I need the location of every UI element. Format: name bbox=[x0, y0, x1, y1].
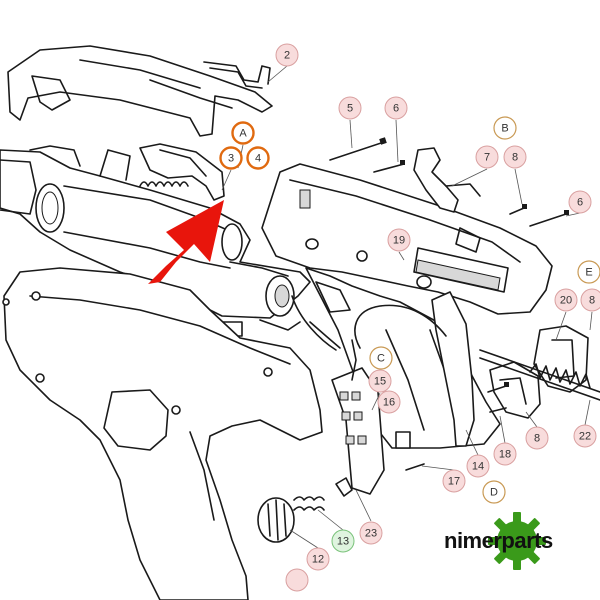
callout-circle bbox=[493, 116, 517, 140]
callout-e-cE: E bbox=[577, 260, 600, 284]
callout-blank-c11 bbox=[285, 568, 309, 592]
callout-circle bbox=[384, 96, 408, 120]
callout-number: 12 bbox=[312, 554, 324, 566]
callout-circle bbox=[568, 190, 592, 214]
callout-circle bbox=[442, 469, 466, 493]
callout-number: A bbox=[239, 128, 247, 140]
callout-3-c3: 3 bbox=[219, 146, 243, 170]
callout-number: 22 bbox=[579, 431, 591, 443]
callout-number: 5 bbox=[347, 103, 353, 115]
callout-number: 17 bbox=[448, 476, 460, 488]
callout-number: 14 bbox=[472, 461, 484, 473]
callout-circle bbox=[493, 442, 517, 466]
callout-number: D bbox=[490, 487, 498, 499]
motor-barrel-assembly bbox=[0, 145, 311, 337]
callout-22-c22: 22 bbox=[573, 424, 597, 448]
spring-clip-part bbox=[203, 61, 271, 89]
callout-number: 13 bbox=[337, 536, 349, 548]
callout-12-c12: 12 bbox=[306, 547, 330, 571]
callout-number: 4 bbox=[255, 153, 261, 165]
callout-23-c23: 23 bbox=[359, 521, 383, 545]
callout-circle bbox=[275, 43, 299, 67]
callout-6-c6b: 6 bbox=[568, 190, 592, 214]
callout-circle bbox=[306, 547, 330, 571]
callout-circle bbox=[338, 96, 362, 120]
callout-19-c19: 19 bbox=[387, 228, 411, 252]
callout-number: 3 bbox=[228, 153, 234, 165]
circuit-board bbox=[309, 321, 385, 495]
screw-parts bbox=[329, 137, 569, 471]
adjustment-knob bbox=[257, 477, 353, 543]
callout-2-c2: 2 bbox=[275, 43, 299, 67]
callout-circle bbox=[482, 480, 506, 504]
callout-number: 23 bbox=[365, 528, 377, 540]
callout-18-c18: 18 bbox=[493, 442, 517, 466]
callout-number: 20 bbox=[560, 295, 572, 307]
top-cover-part bbox=[7, 45, 273, 137]
callout-8-c8b: 8 bbox=[580, 288, 600, 312]
callout-number: 8 bbox=[534, 433, 540, 445]
callout-number: B bbox=[501, 123, 508, 135]
callout-8-c8c: 8 bbox=[525, 426, 549, 450]
callout-number: 15 bbox=[374, 376, 386, 388]
callout-number: 7 bbox=[484, 152, 490, 164]
callout-4-c4: 4 bbox=[246, 146, 270, 170]
callout-number: 8 bbox=[512, 152, 518, 164]
callout-circle bbox=[573, 424, 597, 448]
callout-number: E bbox=[585, 267, 592, 279]
nimerparts-gear-logo-icon bbox=[488, 512, 546, 570]
callout-15-c15: 15 bbox=[368, 369, 392, 393]
callout-circle bbox=[577, 260, 600, 284]
callout-circle bbox=[475, 145, 499, 169]
callout-c-cC: C bbox=[369, 346, 393, 370]
callout-circle bbox=[387, 228, 411, 252]
callout-number: C bbox=[377, 353, 385, 365]
wiring bbox=[291, 295, 447, 351]
callout-number: 2 bbox=[284, 50, 290, 62]
callout-14-c14: 14 bbox=[466, 454, 490, 478]
callout-number: 6 bbox=[577, 197, 583, 209]
callout-8-c8a: 8 bbox=[503, 145, 527, 169]
callout-circle bbox=[503, 145, 527, 169]
callout-circle bbox=[580, 288, 600, 312]
callout-d-cD: D bbox=[482, 480, 506, 504]
callout-13-c13: 13 bbox=[331, 529, 355, 553]
callout-number: 19 bbox=[393, 235, 405, 247]
callout-circle bbox=[525, 426, 549, 450]
trigger-part bbox=[431, 291, 475, 447]
callout-circle bbox=[466, 454, 490, 478]
callout-circle bbox=[285, 568, 309, 592]
callout-circle bbox=[377, 390, 401, 414]
red-direction-arrow bbox=[148, 200, 224, 284]
drive-shaft-spring bbox=[479, 349, 600, 401]
callout-a-cA: A bbox=[231, 121, 255, 145]
callout-circle bbox=[554, 288, 578, 312]
callout-number: 16 bbox=[383, 397, 395, 409]
callout-number: 8 bbox=[589, 295, 595, 307]
callout-number: 6 bbox=[393, 103, 399, 115]
callout-17-c17: 17 bbox=[442, 469, 466, 493]
mount-bracket bbox=[139, 143, 225, 201]
callout-20-c20: 20 bbox=[554, 288, 578, 312]
callout-b-cB: B bbox=[493, 116, 517, 140]
callout-7-c7: 7 bbox=[475, 145, 499, 169]
callout-6-c6a: 6 bbox=[384, 96, 408, 120]
callout-circle bbox=[359, 521, 383, 545]
callout-circle bbox=[369, 346, 393, 370]
callout-16-c16: 16 bbox=[377, 390, 401, 414]
callout-circle bbox=[331, 529, 355, 553]
callout-circle bbox=[246, 146, 270, 170]
barrel-spring bbox=[139, 181, 189, 187]
callout-circle bbox=[231, 121, 255, 145]
callout-circle bbox=[219, 146, 243, 170]
callout-circle bbox=[368, 369, 392, 393]
callout-5-c5: 5 bbox=[338, 96, 362, 120]
callout-number: 18 bbox=[499, 449, 511, 461]
brand-wordmark: nimerparts bbox=[444, 528, 553, 553]
left-housing-half bbox=[2, 267, 323, 600]
